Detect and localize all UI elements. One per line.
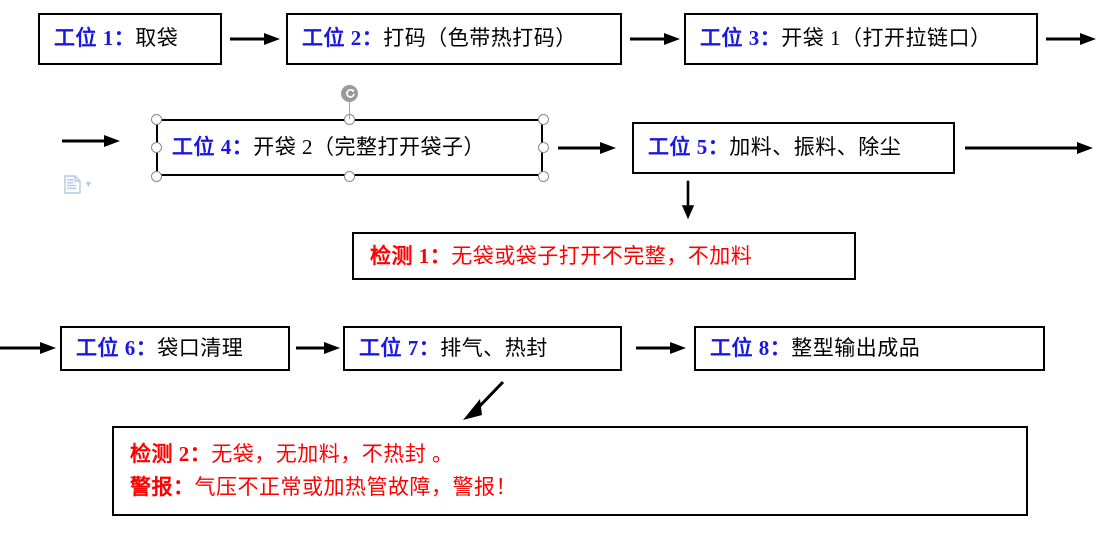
station-2-sep: ： [361,26,384,51]
chevron-down-icon[interactable]: ▼ [84,179,93,189]
station-4-tag: 工位 4 [172,134,232,159]
alarm-sep: ： [173,475,195,499]
detection-2-sep: ： [189,442,212,467]
station-3-sep: ： [759,26,782,51]
station-1-tag: 工位 1 [54,26,114,51]
station-box-2[interactable]: 工位 2：打码（色带热打码） [286,13,622,65]
selection-handle-top-right[interactable] [537,113,549,125]
station-6-body: 袋口清理 [157,335,244,360]
selection-handle-bottom-center[interactable] [344,170,355,182]
station-box-4[interactable]: 工位 4：开袋 2（完整打开袋子） [156,119,543,176]
station-5-sep: ： [707,135,730,160]
station-5-text: 工位 5：加料、振料、除尘 [634,136,901,159]
rotation-handle-stem [349,101,350,119]
arrow-station7-to-station8 [636,342,686,354]
station-8-text: 工位 8：整型输出成品 [696,335,921,360]
station-box-1[interactable]: 工位 1：取袋 [38,13,222,65]
arrow-station6-to-station7 [296,342,340,354]
station-7-sep: ： [418,335,441,360]
station-5-body: 加料、振料、除尘 [729,135,902,160]
station-8-tag: 工位 8 [710,335,770,360]
station-box-8[interactable]: 工位 8：整型输出成品 [694,326,1045,371]
station-6-tag: 工位 6 [76,335,136,360]
station-4-sep: ： [231,134,254,159]
station-box-7[interactable]: 工位 7：排气、热封 [343,326,622,371]
detection-box-1[interactable]: 检测 1：无袋或袋子打开不完整，不加料 [352,232,856,280]
arrow-station3-to-rowend [1046,33,1096,45]
station-box-3[interactable]: 工位 3：开袋 1（打开拉链口） [684,13,1038,65]
station-1-text: 工位 1：取袋 [40,27,178,50]
station-5-tag: 工位 5 [648,135,708,160]
detection-1-sep: ： [429,243,452,268]
selection-handle-middle-left[interactable] [150,142,162,153]
selection-handle-bottom-right[interactable] [537,170,549,182]
station-7-body: 排气、热封 [440,335,548,360]
selection-handle-middle-right[interactable] [537,142,549,153]
selection-handle-top-left[interactable] [150,113,162,125]
arrow-rowstart-to-station4 [62,135,120,147]
detection-1-body: 无袋或袋子打开不完整，不加料 [451,243,753,268]
station-6-text: 工位 6：袋口清理 [62,335,244,360]
arrow-station1-to-station2 [230,33,280,45]
station-3-text: 工位 3：开袋 1（打开拉链口） [686,27,992,50]
station-4-body: 开袋 2（完整打开袋子） [253,134,485,159]
station-2-text: 工位 2：打码（色带热打码） [288,27,577,50]
rotate-icon[interactable] [341,85,358,102]
station-box-5[interactable]: 工位 5：加料、振料、除尘 [632,122,955,174]
station-box-6[interactable]: 工位 6：袋口清理 [60,326,290,371]
detection-box-2[interactable]: 检测 2：无袋，无加料，不热封 。 警报：气压不正常或加热管故障，警报！ [112,426,1028,516]
selection-handle-bottom-left[interactable] [150,170,162,182]
arrow-station5-to-detection1 [681,180,695,220]
detection-1-line-1: 检测 1：无袋或袋子打开不完整，不加料 [354,240,854,273]
station-7-text: 工位 7：排气、热封 [345,335,548,360]
paste-document-icon [64,175,81,194]
station-6-sep: ： [135,335,158,360]
arrow-rowstart-to-station6 [0,342,56,354]
detection-2-tag: 检测 2 [130,442,190,467]
arrow-station5-to-rowend [965,142,1093,154]
detection-2-line-1: 检测 2：无袋，无加料，不热封 。 [114,438,1026,471]
arrow-station2-to-station3 [630,33,680,45]
paste-options-smart-tag[interactable]: ▼ [64,175,93,194]
station-3-tag: 工位 3 [700,26,760,51]
arrow-station4-to-station5 [558,142,616,154]
detection-2-line-2: 警报：气压不正常或加热管故障，警报！ [114,471,1026,504]
detection-2-body: 无袋，无加料，不热封 。 [211,442,454,467]
station-7-tag: 工位 7 [359,335,419,360]
station-8-sep: ： [769,335,792,360]
station-1-body: 取袋 [135,26,179,51]
station-2-body: 打码（色带热打码） [383,26,577,51]
station-1-sep: ： [113,26,136,51]
alarm-body: 气压不正常或加热管故障，警报！ [194,475,517,499]
station-4-text: 工位 4：开袋 2（完整打开袋子） [158,134,485,159]
alarm-tag: 警报 [130,475,173,499]
station-8-body: 整型输出成品 [791,335,921,360]
station-2-tag: 工位 2 [302,26,362,51]
arrow-station7-to-detection2 [463,380,505,420]
station-3-body: 开袋 1（打开拉链口） [781,26,992,51]
detection-1-tag: 检测 1 [370,243,430,268]
